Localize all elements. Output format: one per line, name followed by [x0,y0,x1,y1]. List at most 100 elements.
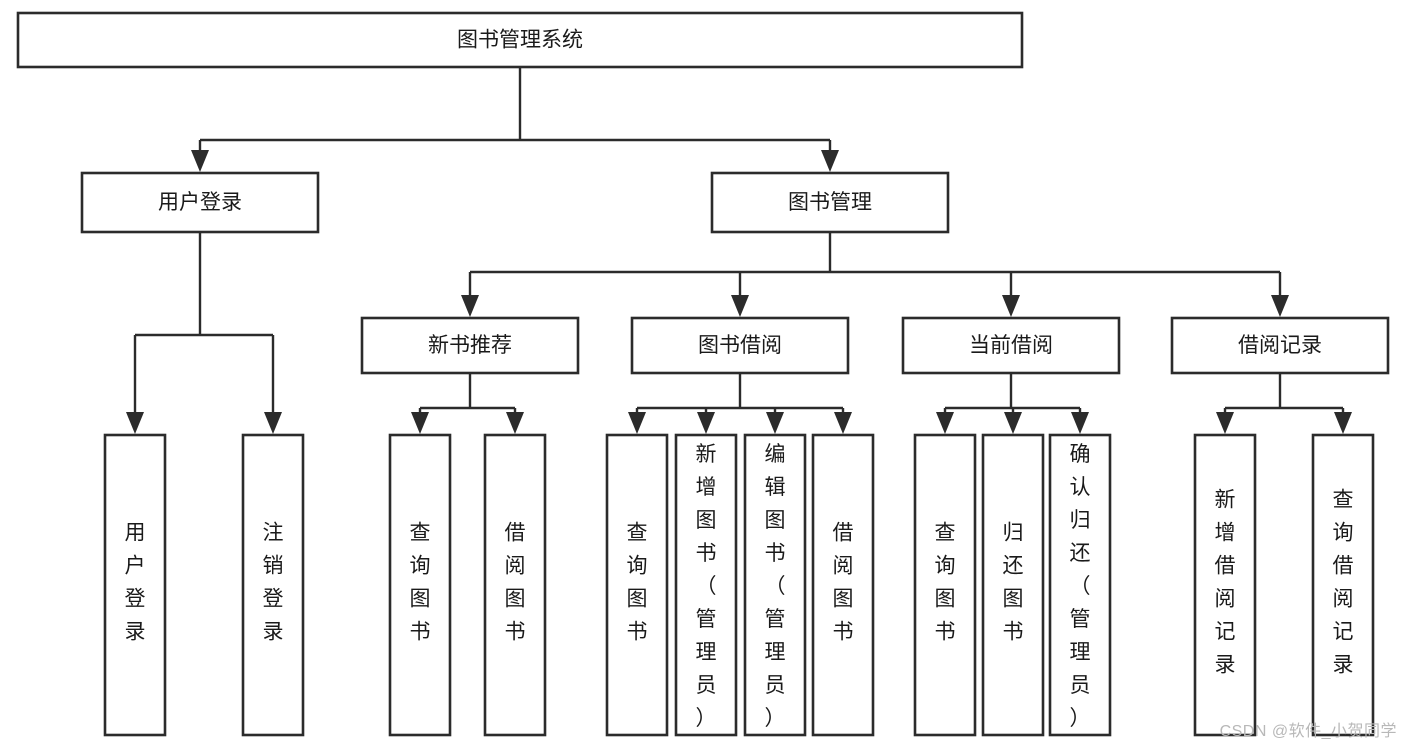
node-box-leaf-query-book-3 [913,433,977,737]
node-label-char: 询 [1333,522,1354,545]
node-label-char: 查 [1333,489,1354,512]
node-layer: 图书管理系统用户登录图书管理新书推荐图书借阅当前借阅借阅记录用户登录注销登录查询… [16,11,1390,737]
node-label-char: 户 [125,555,146,578]
node-label-user-login: 用户登录 [158,191,242,214]
node-label-char: 书 [765,542,786,565]
arrow-head-icon [821,150,839,172]
node-label-char: 还 [1070,542,1091,565]
node-box-leaf-edit-book [743,433,807,737]
node-label-char: 询 [627,555,648,578]
node-label-book-manage: 图书管理 [788,191,872,214]
node-label-char: 图 [1003,588,1024,611]
arrow-head-icon [506,412,524,434]
node-label-char: ） [696,707,717,730]
node-label-char: 图 [505,588,526,611]
node-label-current-borrow: 当前借阅 [969,334,1053,357]
node-label-char: 管 [765,608,786,631]
node-label-char: 查 [627,522,648,545]
node-box-leaf-add-record [1193,433,1257,737]
node-label-char: 员 [696,674,717,697]
node-box-borrow-record [1170,316,1390,375]
node-label-char: 增 [1215,522,1236,545]
node-label-char: 记 [1333,621,1354,644]
node-label-char: 编 [765,443,786,466]
node-box-leaf-confirm-return [1048,433,1112,737]
arrow-head-icon [126,412,144,434]
node-label-char: 借 [1215,555,1236,578]
node-label-char: 书 [627,621,648,644]
arrow-head-icon [191,150,209,172]
node-label-char: 阅 [1333,588,1354,611]
node-label-char: 管 [1070,608,1091,631]
node-label-char: 录 [1215,654,1236,677]
node-label-char: 阅 [1215,588,1236,611]
node-leaf-user-login[interactable]: 用户登录 [103,433,167,737]
node-label-char: 认 [1070,476,1091,499]
node-label-char: 记 [1215,621,1236,644]
arrow-head-icon [264,412,282,434]
node-box-book-manage [710,171,950,234]
node-borrow-record[interactable]: 借阅记录 [1170,316,1390,375]
node-box-leaf-borrow-book-2 [811,433,875,737]
arrow-head-icon [731,295,749,317]
node-book-borrow[interactable]: 图书借阅 [630,316,850,375]
node-label-char: 书 [935,621,956,644]
node-box-leaf-query-record [1311,433,1375,737]
node-label-char: 询 [935,555,956,578]
arrow-head-icon [628,412,646,434]
node-label-char: 确 [1070,443,1091,466]
node-label-char: 归 [1070,509,1091,532]
node-label-char: 借 [833,522,854,545]
node-label-char: 借 [505,522,526,545]
node-box-book-borrow [630,316,850,375]
node-label-char: 书 [505,621,526,644]
node-box-leaf-add-book [674,433,738,737]
node-root[interactable]: 图书管理系统 [16,11,1024,69]
node-label-borrow-record: 借阅记录 [1238,334,1322,357]
node-new-book-rec[interactable]: 新书推荐 [360,316,580,375]
node-current-borrow[interactable]: 当前借阅 [901,316,1121,375]
arrow-head-icon [936,412,954,434]
node-book-manage[interactable]: 图书管理 [710,171,950,234]
node-box-leaf-query-book-1 [388,433,452,737]
node-box-new-book-rec [360,316,580,375]
node-label-char: 录 [263,621,284,644]
node-box-root [16,11,1024,69]
node-label-char: 理 [696,641,717,664]
node-label-char: 理 [1070,641,1091,664]
node-user-login[interactable]: 用户登录 [80,171,320,234]
node-label-char: 图 [627,588,648,611]
node-label-char: 阅 [833,555,854,578]
arrow-head-icon [834,412,852,434]
arrow-head-icon [1071,412,1089,434]
node-label-char: 注 [263,522,284,545]
node-box-leaf-query-book-2 [605,433,669,737]
arrow-head-icon [411,412,429,434]
arrow-head-icon [697,412,715,434]
node-label-char: 书 [833,621,854,644]
node-label-root: 图书管理系统 [457,29,583,52]
node-label-char: 归 [1003,522,1024,545]
node-label-book-borrow: 图书借阅 [698,334,782,357]
node-label-char: 新 [1215,489,1236,512]
arrow-head-icon [1004,412,1022,434]
node-label-char: 书 [410,621,431,644]
node-label-char: 员 [765,674,786,697]
node-label-char: 用 [125,522,146,545]
node-box-leaf-user-login [103,433,167,737]
node-label-char: 销 [263,555,284,578]
node-label-char: 理 [765,641,786,664]
